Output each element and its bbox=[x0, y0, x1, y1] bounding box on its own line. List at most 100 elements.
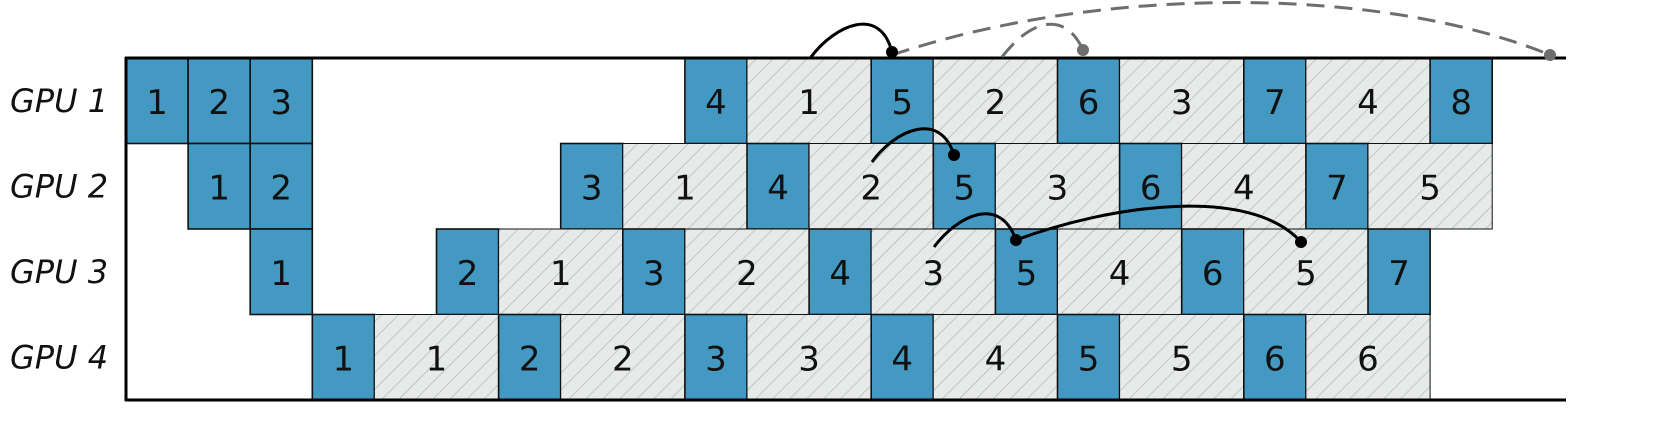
microbatch-number: 3 bbox=[922, 254, 944, 294]
backward-pass-cell: 5 bbox=[1119, 314, 1245, 401]
backward-pass-cell: 3 bbox=[870, 228, 996, 315]
microbatch-number: 3 bbox=[643, 254, 665, 294]
cell-box bbox=[684, 228, 810, 315]
cell-box bbox=[808, 143, 934, 230]
arc-endpoint-dot bbox=[1295, 236, 1307, 248]
backward-pass-cell: 3 bbox=[746, 314, 872, 401]
arc-endpoint-dot bbox=[1544, 49, 1556, 61]
forward-pass-cell: 4 bbox=[870, 313, 935, 401]
microbatch-number: 1 bbox=[333, 339, 355, 379]
backward-pass-cell: 3 bbox=[994, 143, 1121, 230]
microbatch-number: 4 bbox=[705, 83, 727, 123]
microbatch-number: 3 bbox=[1171, 83, 1193, 123]
microbatch-number: 6 bbox=[1264, 339, 1286, 379]
microbatch-number: 2 bbox=[519, 339, 541, 379]
backward-pass-cell: 2 bbox=[932, 57, 1058, 144]
forward-pass-cell: 5 bbox=[994, 228, 1059, 316]
microbatch-number: 1 bbox=[208, 168, 230, 208]
microbatch-number: 5 bbox=[1016, 254, 1038, 294]
microbatch-number: 4 bbox=[1109, 254, 1131, 294]
microbatch-number: 7 bbox=[1264, 83, 1286, 123]
arc-endpoint-dot bbox=[1077, 44, 1089, 56]
backward-pass-cell: 3 bbox=[1119, 57, 1245, 144]
forward-pass-cell: 7 bbox=[1243, 57, 1307, 145]
forward-pass-cell: 4 bbox=[808, 228, 872, 316]
cell-box bbox=[746, 314, 872, 401]
forward-pass-cell: 5 bbox=[1056, 313, 1121, 401]
backward-pass-cell: 1 bbox=[373, 314, 500, 401]
cell-box bbox=[994, 228, 1059, 316]
microbatch-number: 5 bbox=[1295, 254, 1317, 294]
forward-pass-cell: 1 bbox=[311, 313, 376, 401]
forward-pass-cell: 4 bbox=[746, 142, 810, 230]
backward-pass-cell: 6 bbox=[1305, 314, 1431, 401]
microbatch-number: 5 bbox=[1171, 339, 1193, 379]
microbatch-number: 7 bbox=[1388, 254, 1410, 294]
microbatch-number: 6 bbox=[1202, 254, 1224, 294]
forward-pass-cell: 3 bbox=[249, 57, 314, 145]
backward-pass-cell: 4 bbox=[932, 314, 1058, 401]
cell-box bbox=[1305, 314, 1431, 401]
gpu-row-label: GPU 4 bbox=[10, 338, 108, 376]
microbatch-number: 6 bbox=[1078, 83, 1100, 123]
microbatch-number: 4 bbox=[829, 254, 851, 294]
forward-pass-cell: 2 bbox=[187, 57, 252, 145]
cell-box bbox=[373, 314, 500, 401]
cell-box bbox=[746, 142, 810, 230]
forward-pass-cell: 2 bbox=[249, 142, 314, 230]
microbatch-number: 5 bbox=[891, 83, 913, 123]
cell-box bbox=[1056, 57, 1121, 145]
cell-box bbox=[125, 57, 189, 145]
microbatch-number: 4 bbox=[891, 339, 913, 379]
microbatch-number: 6 bbox=[1140, 168, 1162, 208]
forward-pass-cell: 6 bbox=[1243, 313, 1307, 401]
forward-pass-cell: 3 bbox=[559, 142, 624, 230]
microbatch-number: 5 bbox=[1419, 168, 1441, 208]
forward-pass-cell: 8 bbox=[1429, 57, 1493, 145]
microbatch-number: 4 bbox=[767, 168, 789, 208]
cell-box bbox=[621, 228, 686, 316]
backward-pass-cell: 4 bbox=[1181, 143, 1307, 230]
backward-pass-cell: 1 bbox=[622, 143, 748, 230]
arc-endpoint-dot bbox=[948, 149, 960, 161]
gpu-row-label: GPU 2 bbox=[10, 167, 108, 205]
backward-pass-cell: 5 bbox=[1367, 143, 1493, 230]
cell-box bbox=[249, 142, 314, 230]
microbatch-number: 1 bbox=[270, 254, 292, 294]
microbatch-number: 2 bbox=[457, 254, 479, 294]
microbatch-number: 4 bbox=[985, 339, 1007, 379]
microbatch-number: 1 bbox=[550, 254, 572, 294]
forward-pass-cell: 5 bbox=[870, 57, 935, 145]
cell-box bbox=[994, 143, 1121, 230]
cell-box bbox=[498, 228, 624, 315]
microbatch-number: 3 bbox=[270, 83, 292, 123]
forward-pass-cell: 6 bbox=[1056, 57, 1121, 145]
cell-box bbox=[311, 313, 376, 401]
microbatch-number: 2 bbox=[860, 168, 882, 208]
forward-pass-cell: 7 bbox=[1367, 228, 1431, 316]
dependency-arc bbox=[870, 127, 956, 163]
cell-box bbox=[746, 57, 872, 144]
forward-pass-cell: 6 bbox=[1118, 142, 1183, 230]
microbatch-number: 1 bbox=[798, 83, 820, 123]
forward-pass-cell: 3 bbox=[684, 313, 748, 401]
forward-pass-cell: 7 bbox=[1305, 142, 1369, 230]
microbatch-number: 4 bbox=[1233, 168, 1255, 208]
microbatch-number: 2 bbox=[208, 83, 230, 123]
cell-box bbox=[1429, 57, 1493, 145]
cell-box bbox=[187, 142, 252, 230]
backward-pass-cell: 4 bbox=[1305, 57, 1431, 144]
microbatch-number: 2 bbox=[985, 83, 1007, 123]
microbatch-number: 2 bbox=[612, 339, 634, 379]
cell-box bbox=[1243, 313, 1307, 401]
forward-pass-cell: 2 bbox=[435, 228, 500, 316]
microbatch-number: 5 bbox=[1078, 339, 1100, 379]
backward-pass-cell: 4 bbox=[1057, 228, 1183, 315]
dependency-arc bbox=[1015, 204, 1303, 244]
cell-box bbox=[249, 228, 314, 316]
microbatch-number: 3 bbox=[798, 339, 820, 379]
forward-pass-cell: 6 bbox=[1180, 228, 1245, 316]
gpu-row-label: GPU 3 bbox=[10, 253, 108, 291]
microbatch-number: 3 bbox=[581, 168, 603, 208]
dependency-arc bbox=[932, 212, 1018, 248]
